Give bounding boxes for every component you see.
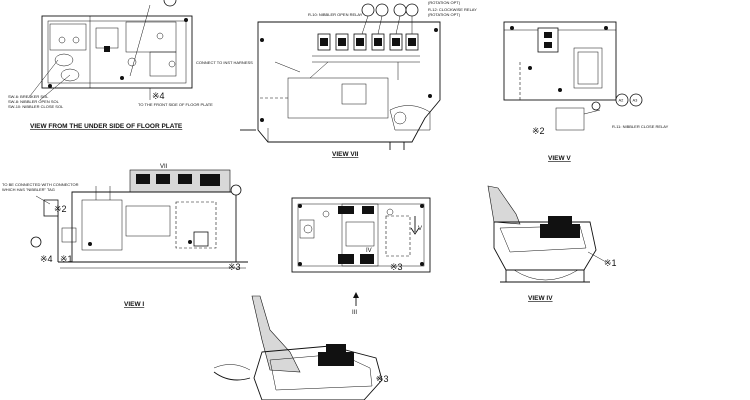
view-vii: R-10: NIBBLER OPEN RELAY R-12: CLOCKWISE… [196,0,477,158]
i-connector-note-2: WHICH HAS "NIBBLER" TAG [2,187,55,192]
i-mark-4: ※4 [40,254,53,264]
view-i-title: VIEW I [124,301,144,308]
view-vii-title: VIEW VII [332,151,359,158]
v-circle-a3: A3 [633,98,639,103]
view-iv-title: VIEW IV [528,295,553,302]
floor-plate-title: VIEW FROM THE UNDER SIDE OF FLOOR PLATE [30,123,183,130]
floor-legend-2: SW-8: NIBBLER OPEN SOL [8,99,60,104]
i-mark-3: ※3 [228,262,241,272]
vii-rotation-opt: (ROTATION OPT) [428,12,461,17]
vii-relay-open: R-10: NIBBLER OPEN RELAY [308,12,363,17]
iii-label-iv: IV [366,248,372,254]
floor-mark-4: ※4 [152,91,165,101]
floor-legend-1: SW-6: BREAKER SOL [8,94,49,99]
floor-front-note: TO THE FRONT SIDE OF FLOOR PLATE [138,102,213,107]
vii-harness-note: CONNECT TO INST HARNESS [196,60,253,65]
vii-relay-clockwise: R-12: CLOCKWISE RELAY [428,7,477,12]
floor-plate-view: SW-6: BREAKER SOL SW-8: NIBBLER OPEN SOL… [8,0,213,130]
i-connector-note-1: TO BE CONNECTED WITH CONNECTOR [2,182,79,187]
v-circle-a2: A2 [619,98,625,103]
vii-rotation-opt-top: (ROTATION OPT) [428,0,461,5]
i-mark-2: ※2 [54,204,67,214]
iii-label-v: V [418,226,422,232]
i-mark-1: ※1 [60,254,73,264]
view-v-title: VIEW V [548,155,571,162]
view-iii: IV V ※3 III [291,197,431,316]
i-label-vii: VII [160,164,168,170]
floor-legend-3: SW-10: NIBBLER CLOSE SOL [8,104,64,109]
iv-mark-1: ※1 [604,258,617,268]
v-mark-2: ※2 [532,126,545,136]
view-i: TO BE CONNECTED WITH CONNECTOR WHICH HAS… [2,164,248,308]
bottom-console-view: ※3 [213,295,389,400]
view-iv: ※1 VIEW IV [487,185,617,302]
iii-mark-3: ※3 [390,262,403,272]
v-relay-close: R-11: NIBBLER CLOSE RELAY [612,124,669,129]
view-iii-title: III [352,310,357,316]
bottom-mark-3: ※3 [376,374,389,384]
view-v: A2 A3 ※2 R-11: NIBBLER CLOSE RELAY VIEW … [503,21,669,162]
